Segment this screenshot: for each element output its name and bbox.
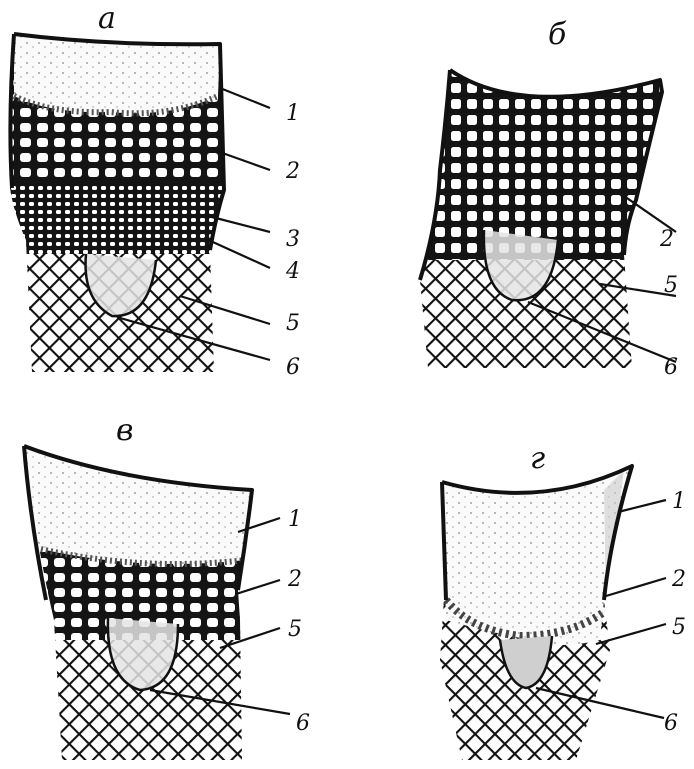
callout-c-5: 5	[288, 617, 302, 642]
callout-c-2: 2	[287, 567, 302, 592]
callout-b-6: 6	[664, 355, 678, 380]
callout-a-1: 1	[286, 101, 300, 126]
callout-a-6: 6	[286, 355, 300, 380]
callout-d-1: 1	[672, 489, 686, 514]
panel-letter-b: б	[548, 17, 567, 52]
panel-letter-c: в	[116, 413, 133, 448]
panel-d: г 1 2 5 6	[430, 441, 686, 769]
callout-c-6: 6	[296, 711, 310, 736]
callout-c-1: 1	[288, 507, 302, 532]
panel-b: б 2 5 6	[410, 17, 678, 380]
callout-b-5: 5	[664, 273, 678, 298]
callout-a-3: 3	[286, 227, 300, 252]
callout-a-5: 5	[286, 311, 300, 336]
callout-a-2: 2	[285, 159, 300, 184]
panel-letter-d: г	[530, 441, 545, 476]
panel-letter-a: a	[98, 1, 116, 36]
callout-d-5: 5	[672, 615, 686, 640]
callout-a-4: 4	[285, 259, 300, 284]
callout-d-2: 2	[671, 567, 686, 592]
panel-a: a 1 2 3 4 5 6	[0, 1, 300, 380]
callout-b-2: 2	[659, 227, 674, 252]
callout-d-6: 6	[664, 711, 678, 736]
panel-c: в 1 2 5 6	[20, 413, 310, 769]
